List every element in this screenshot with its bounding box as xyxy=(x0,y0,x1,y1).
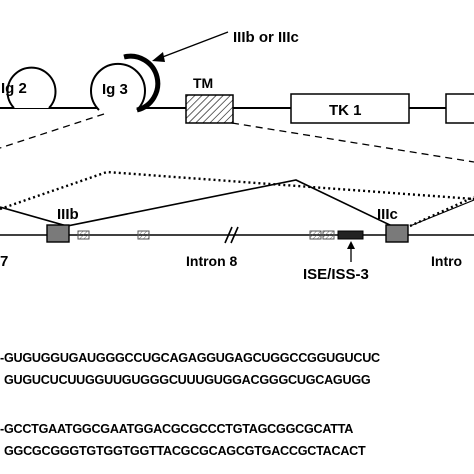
intron8-label: Intron 8 xyxy=(186,253,238,269)
ig3-variable-region xyxy=(123,53,161,113)
rna-sequence-line-2: GUGUCUCUUGGUUGUGGGCUUUGUGGACGGGCUGCAGUGG xyxy=(4,373,371,387)
exon-left-label: 7 xyxy=(0,253,8,270)
expansion-lines xyxy=(0,113,474,163)
intron-right-label: Intro xyxy=(431,253,462,269)
ise-arrowhead xyxy=(347,241,355,249)
ig3-loop xyxy=(90,62,146,111)
exon-iiib-label: IIIb xyxy=(57,206,79,223)
exon-iiic xyxy=(385,224,409,243)
splice-path-right-solid xyxy=(409,199,474,227)
intron-break-mark xyxy=(224,226,239,244)
ise-iss-3-element xyxy=(337,230,364,240)
callout-arrowhead xyxy=(152,52,165,62)
rna-sequence-line-1: -GUGUGGUGAUGGGCCUGCAGAGGUGAGCUGGCCGGUGUC… xyxy=(0,351,380,365)
tk1-label: TK 1 xyxy=(329,102,362,119)
tm-domain-hatch xyxy=(186,95,233,123)
regulatory-element xyxy=(322,230,335,240)
ise-iss-3-label: ISE/ISS-3 xyxy=(303,266,369,283)
dna-sequence-line-1: -GCCTGAATGGCGAATGGACGCGCCCTGTAGCGGCGCATT… xyxy=(0,422,354,436)
dna-sequence-line-2: GGCGCGGGTGTGGTGGTTACGCGCAGCGTGACCGCTACAC… xyxy=(4,444,366,458)
tm-label: TM xyxy=(193,75,213,91)
regulatory-element xyxy=(309,230,322,240)
receptor-schematic: Ig 2 Ig 3 IIIb or IIIc TM TK 1 xyxy=(0,29,474,124)
ig3-label: Ig 3 xyxy=(102,81,128,98)
splice-path-iiib xyxy=(0,170,474,211)
gene-schematic: 7 IIIb IIIc Intron 8 ISE/ISS-3 Intro xyxy=(0,170,474,283)
callout-arrow-line xyxy=(159,31,229,59)
ig2-loop xyxy=(6,66,57,109)
isoform-callout: IIIb or IIIc xyxy=(233,29,299,46)
exon-iiib xyxy=(46,224,70,243)
splice-path-iiic xyxy=(0,179,393,227)
regulatory-element xyxy=(137,230,150,240)
exon-iiic-label: IIIc xyxy=(377,206,398,223)
tk1-domain xyxy=(290,93,410,124)
ig2-label: Ig 2 xyxy=(1,80,27,97)
regulatory-element xyxy=(77,230,90,240)
tk2-domain xyxy=(445,93,474,124)
